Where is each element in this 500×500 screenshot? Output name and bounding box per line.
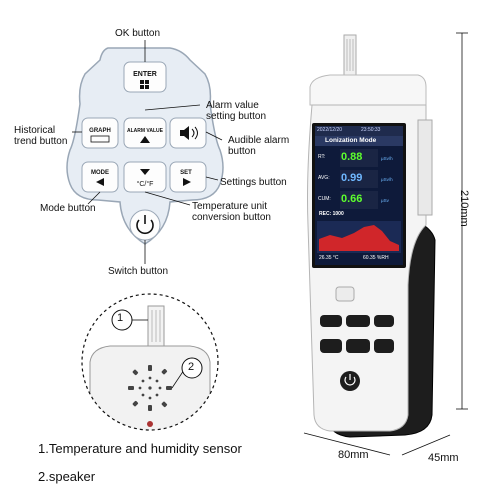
historical-label-1: Historical [14,125,56,136]
cum-unit: μSv [381,198,389,203]
device-mode-button[interactable] [320,339,342,353]
set-key[interactable]: SET [169,161,207,193]
trend-chart [319,225,399,251]
speaker-grille [128,365,172,411]
keypad-diagram: ENTER GRAPH ALARM VALUE MODE °C/°F [66,40,224,264]
arrow-left-icon [96,178,104,186]
cum-label: CUM: [318,196,331,202]
screen-time: 23:50:33 [361,127,381,133]
detail-circle [81,293,219,431]
alarm-value-label-2: setting button [206,111,267,122]
power-key[interactable] [129,209,161,241]
screen-mode-title: Lonization Mode [325,137,377,144]
cum-value: 0.66 [341,193,363,205]
arrow-down-icon [140,169,150,175]
callout-one [111,309,133,331]
graph-key-label: GRAPH [89,128,111,134]
enter-grid-icon [140,80,144,84]
height-dimension: 210mm [458,190,470,227]
set-key-label: SET [180,170,192,176]
unit-key[interactable]: °C/°F [123,161,167,193]
callout-two [181,357,203,379]
device-power-icon [344,376,356,386]
screen-temperature: 26.35 °C [319,255,339,261]
audible-label-1: Audible alarm [228,135,290,146]
audible-alarm-key[interactable] [169,117,207,149]
switch-button-label: Switch button [108,266,169,277]
historical-label-2: trend button [14,136,68,147]
temp-unit-label-1: Temperature unit [192,201,268,212]
device-audible-button[interactable] [374,315,394,327]
caption-speaker: 2.speaker [38,469,96,484]
audible-label-2: button [228,146,256,157]
rt-label: RT: [318,154,326,160]
device-set-button[interactable] [374,339,394,353]
device-illustration [303,32,468,456]
graph-key[interactable]: GRAPH [81,117,119,149]
alarm-value-label-1: Alarm value [206,100,259,111]
callout-two-number: 2 [188,361,195,373]
rt-unit: μSv/h [381,156,393,161]
arrow-up-icon [140,136,150,143]
unit-key-label: °C/°F [137,180,154,188]
device-graph-button[interactable] [320,315,342,327]
alarm-value-key-label: ALARM VALUE [127,128,164,134]
speaker-icon [180,126,189,140]
graph-icon [90,135,110,143]
rec-label: REC: 1000 [319,211,344,217]
mode-key-label: MODE [91,170,109,176]
screen-date: 2022/12/20 [317,127,343,133]
settings-button-label: Settings button [220,177,287,188]
avg-unit: μSv/h [381,177,393,182]
avg-label: AVG: [318,175,330,181]
width-dimension: 80mm [338,449,369,461]
rt-value: 0.88 [341,151,363,163]
device-enter-button[interactable] [335,286,355,302]
caption-sensor: 1.Temperature and humidity sensor [38,441,242,456]
mode-button-label: Mode button [40,203,96,214]
screen-humidity: 60.35 %RH [363,255,389,261]
mode-key[interactable]: MODE [81,161,119,193]
callout-one-number: 1 [117,312,124,324]
device-screen-texts: 2022/12/20 23:50:33 Lonization Mode RT: … [315,126,403,265]
enter-key[interactable]: ENTER [123,61,167,93]
device-power-button[interactable] [340,371,360,391]
alarm-value-key[interactable]: ALARM VALUE [123,117,167,149]
device-alarm-button[interactable] [346,315,370,327]
power-icon [136,219,154,235]
arrow-right-icon [183,178,191,186]
depth-dimension: 45mm [428,452,459,464]
device-unit-button[interactable] [346,339,370,353]
enter-key-label: ENTER [133,71,157,78]
temp-unit-label-2: conversion button [192,212,271,223]
indicator-dot [147,421,153,427]
ok-button-label: OK button [115,28,161,39]
avg-value: 0.99 [341,172,363,184]
